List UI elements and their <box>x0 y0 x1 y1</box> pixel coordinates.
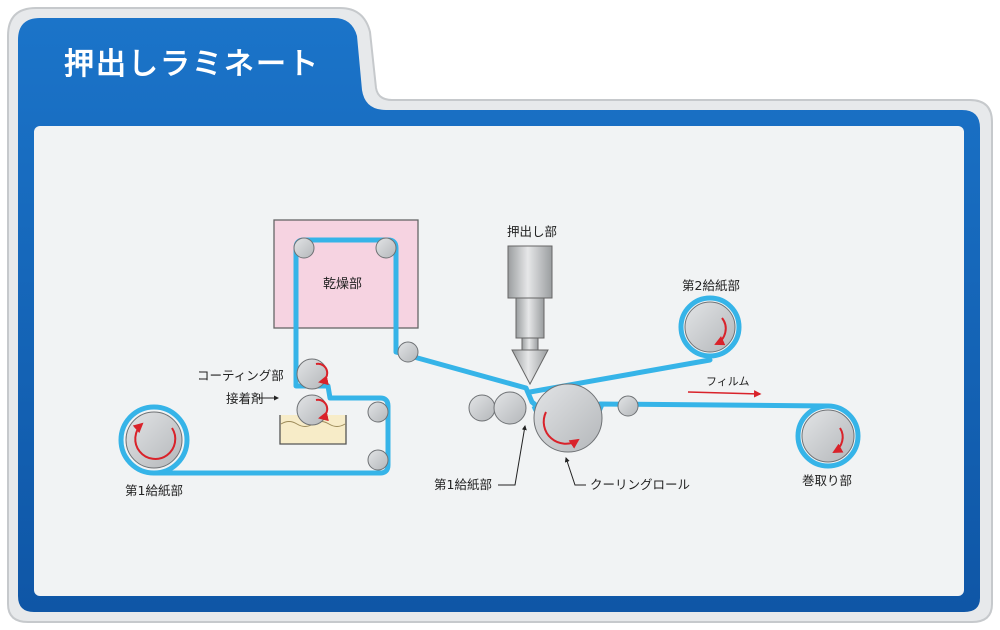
extruder-head <box>507 245 553 386</box>
winding-label: 巻取り部 <box>802 473 853 488</box>
second-feed-web-ring <box>678 295 742 359</box>
cooling-roll <box>533 383 603 453</box>
second-feed-roll <box>684 301 736 353</box>
adhesive-label: 接着剤 <box>226 391 264 406</box>
coating-roll-upper <box>296 358 328 390</box>
diagram-panel <box>34 126 964 596</box>
guide-roll <box>397 341 419 363</box>
first-feed-center-label: 第1給紙部 <box>434 477 492 492</box>
adhesive-tray <box>279 415 347 445</box>
dryer-label: 乾燥部 <box>323 277 363 292</box>
second-feed-label: 第2給紙部 <box>682 278 740 293</box>
coating-roll-lower <box>296 394 328 426</box>
dryer-roll-left <box>293 237 315 259</box>
winding-roll <box>801 409 855 463</box>
film-label: フィルム <box>706 375 750 388</box>
nip-roll-front <box>493 391 527 425</box>
extruder-label: 押出し部 <box>507 224 558 239</box>
idler-roll-lower <box>367 449 389 471</box>
film-direction-arrow <box>687 390 762 398</box>
nip-roll-back <box>468 394 496 422</box>
winding-web-ring <box>795 403 861 469</box>
dryer-roll-right <box>375 237 397 259</box>
coating-label: コーティング部 <box>197 368 284 383</box>
first-feed-web-ring <box>118 404 190 476</box>
cooling-roll-label: クーリングロール <box>590 477 691 492</box>
idler-roll-upper <box>367 401 389 423</box>
rolls <box>125 237 855 471</box>
first-feed-left-label: 第1給紙部 <box>125 483 183 498</box>
rotation-arrows <box>132 317 844 460</box>
leader-lines <box>258 395 586 486</box>
release-roll <box>617 395 639 417</box>
page-title: 押出しラミネート <box>64 47 320 82</box>
